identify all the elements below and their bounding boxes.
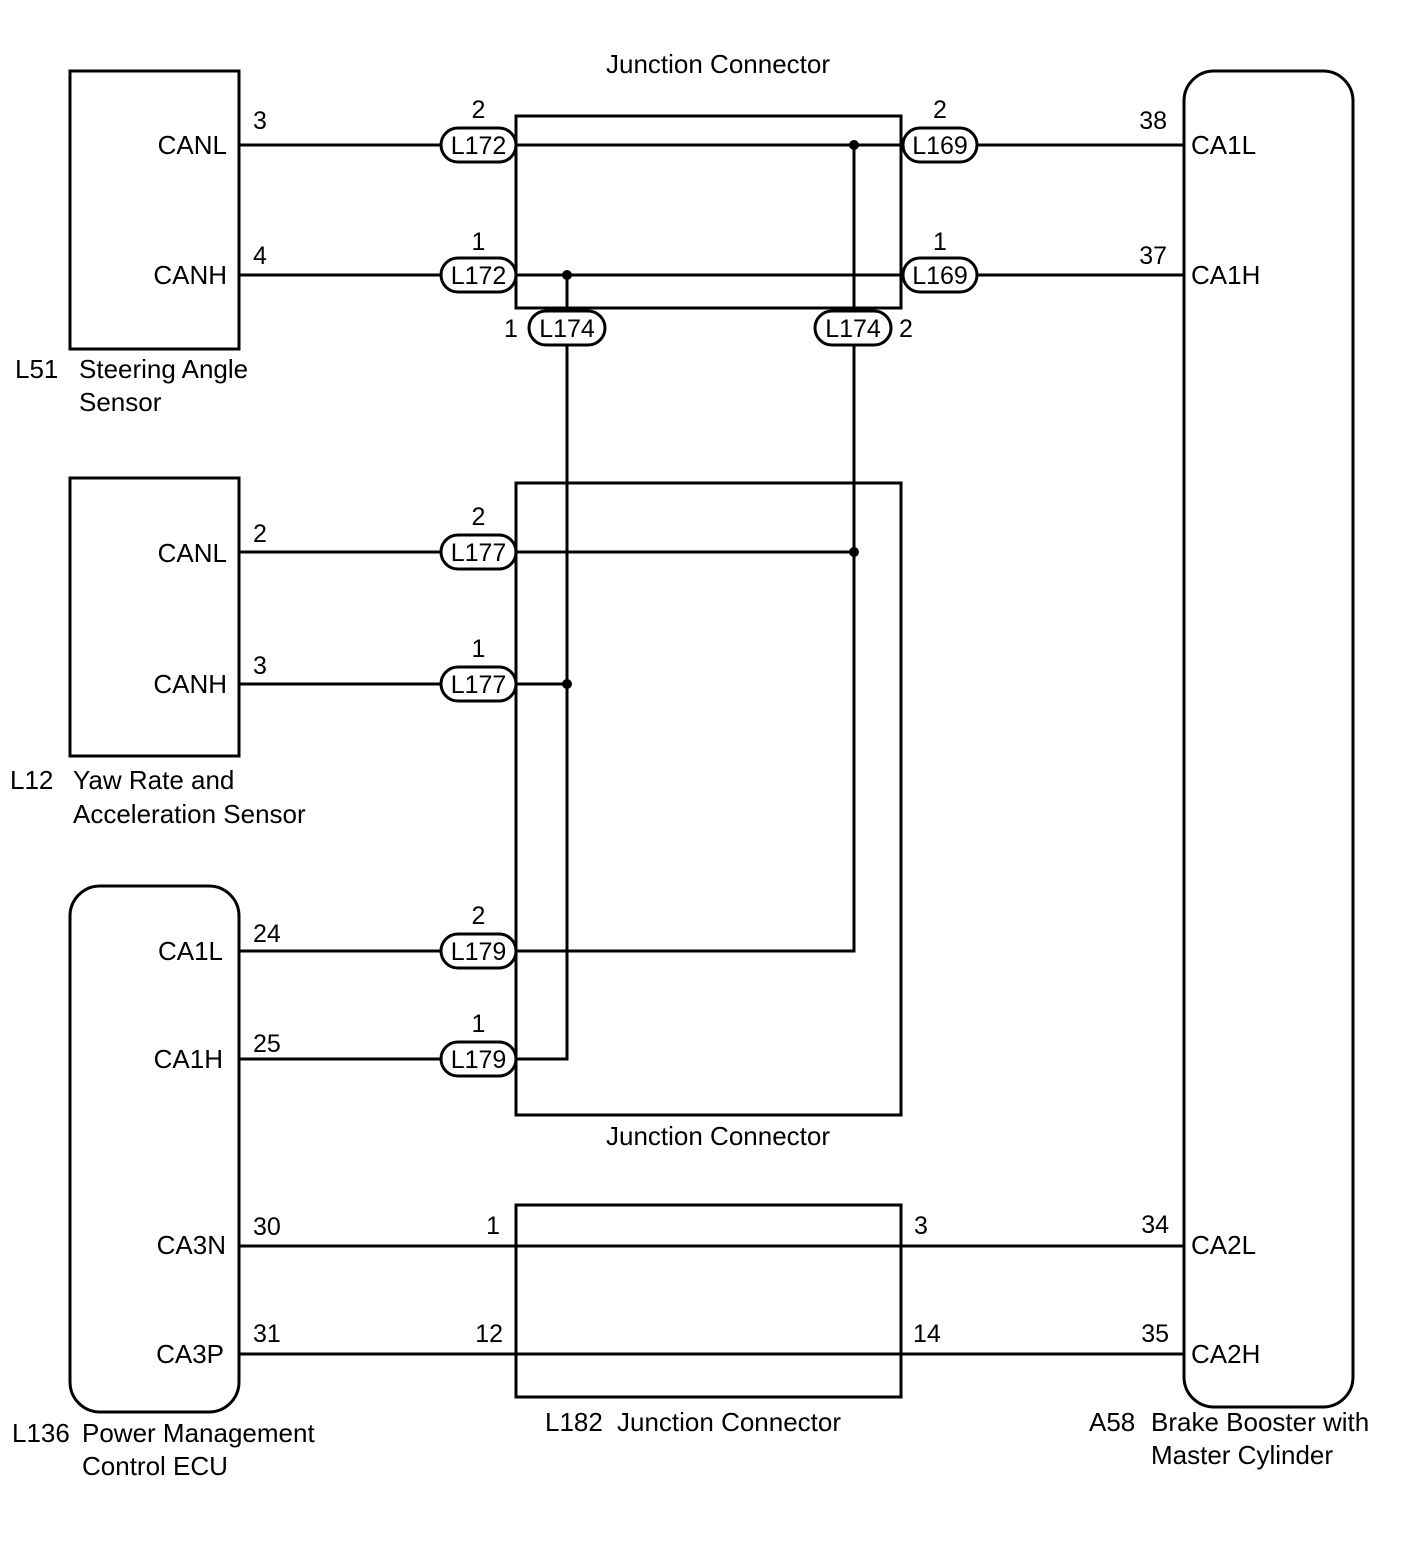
pin-number: 30 xyxy=(253,1213,281,1241)
wire-junction-ecu-l xyxy=(516,552,856,953)
connector-pill-l172-pin2 xyxy=(439,126,518,164)
pin-name: CA3P xyxy=(156,1339,224,1369)
splice-dot xyxy=(562,270,572,280)
connector-pill-l172-pin1 xyxy=(439,256,518,294)
connector-code: L179 xyxy=(451,1046,507,1074)
connector-pin-number: 1 xyxy=(933,228,947,256)
wire-junction-ecu-h xyxy=(516,684,569,1061)
pin-name: CA2H xyxy=(1191,1339,1260,1369)
connector-pin-number: 2 xyxy=(472,503,486,531)
pin-number: 24 xyxy=(253,920,281,948)
connector-pin-number: 2 xyxy=(472,96,486,124)
l182-pin-number: 12 xyxy=(475,1320,503,1348)
junction-bottom-code: L182 xyxy=(545,1407,603,1437)
pin-name: CANH xyxy=(153,260,227,290)
pin-name: CA1H xyxy=(154,1044,223,1074)
yaw-code: L12 xyxy=(10,765,53,795)
pin-name: CA3N xyxy=(157,1230,226,1260)
pin-name: CA1H xyxy=(1191,260,1260,290)
connector-code: L172 xyxy=(451,132,507,160)
connector-code: L169 xyxy=(912,262,968,290)
connector-pill-l177-pin2 xyxy=(439,533,518,571)
connector-code: L174 xyxy=(825,315,881,343)
connector-code: L177 xyxy=(451,671,507,699)
pin-number: 3 xyxy=(253,652,267,680)
pin-name: CANL xyxy=(158,130,227,160)
connector-pill-l169-pin2 xyxy=(901,126,979,164)
yaw-name-line1: Yaw Rate and xyxy=(73,765,234,795)
pin-number: 2 xyxy=(253,520,267,548)
connector-code: L174 xyxy=(539,315,595,343)
brake-name-line2: Master Cylinder xyxy=(1151,1440,1333,1470)
connector-pill-l174-pin2 xyxy=(813,309,893,347)
l182-pin-number: 1 xyxy=(486,1212,500,1240)
pin-name: CANL xyxy=(158,538,227,568)
connector-pill-l174-pin1 xyxy=(527,309,607,347)
pin-number: 3 xyxy=(253,107,267,135)
junction-bottom-title: Junction Connector xyxy=(617,1407,841,1437)
pin-name: CANH xyxy=(153,669,227,699)
brake-name-line1: Brake Booster with xyxy=(1151,1407,1369,1437)
connector-code: L179 xyxy=(451,938,507,966)
pin-number: 4 xyxy=(253,242,267,270)
pin-number: 38 xyxy=(1139,107,1167,135)
pin-number: 31 xyxy=(253,1320,281,1348)
yaw-rate-sensor-box xyxy=(68,476,241,758)
pin-number: 37 xyxy=(1139,242,1167,270)
connector-pill-l177-pin1 xyxy=(439,665,518,703)
ecu-name-line2: Control ECU xyxy=(82,1451,228,1481)
brake-code: A58 xyxy=(1089,1407,1135,1437)
pin-name: CA2L xyxy=(1191,1230,1256,1260)
yaw-name-line2: Acceleration Sensor xyxy=(73,799,306,829)
splice-dot xyxy=(849,140,859,150)
splice-dot xyxy=(849,547,859,557)
connector-pin-number: 1 xyxy=(472,635,486,663)
steering-name-line2: Sensor xyxy=(79,387,162,417)
ecu-code: L136 xyxy=(12,1418,70,1448)
junction-connector-middle-box xyxy=(514,481,903,1117)
ecu-name-line1: Power Management xyxy=(82,1418,315,1448)
pin-number: 25 xyxy=(253,1030,281,1058)
connector-pin-number: 2 xyxy=(472,902,486,930)
connector-pill-l169-pin1 xyxy=(901,256,979,294)
steering-code: L51 xyxy=(15,354,58,384)
junction-top-title: Junction Connector xyxy=(606,49,830,79)
steering-name-line1: Steering Angle xyxy=(79,354,248,384)
connector-code: L169 xyxy=(912,132,968,160)
connector-pill-l179-pin2 xyxy=(439,932,518,970)
junction-middle-title: Junction Connector xyxy=(606,1121,830,1151)
connector-pin-number: 2 xyxy=(899,315,913,343)
pin-name: CA1L xyxy=(1191,130,1256,160)
splice-dot xyxy=(562,679,572,689)
steering-angle-sensor-box xyxy=(68,69,241,351)
power-management-ecu-box xyxy=(68,884,241,1414)
l182-pin-number: 14 xyxy=(913,1320,941,1348)
connector-pin-number: 1 xyxy=(504,315,518,343)
connector-code: L177 xyxy=(451,539,507,567)
connector-pin-number: 2 xyxy=(933,96,947,124)
connector-pin-number: 1 xyxy=(472,228,486,256)
pin-number: 35 xyxy=(1141,1320,1169,1348)
junction-connector-bottom-box xyxy=(514,1203,903,1399)
connector-code: L172 xyxy=(451,262,507,290)
l182-pin-number: 3 xyxy=(914,1212,928,1240)
brake-booster-box xyxy=(1182,69,1355,1409)
pin-name: CA1L xyxy=(158,936,223,966)
connector-pill-l179-pin1 xyxy=(439,1040,518,1078)
pin-number: 34 xyxy=(1141,1211,1169,1239)
junction-connector-top-box xyxy=(514,114,903,310)
connector-pin-number: 1 xyxy=(472,1010,486,1038)
